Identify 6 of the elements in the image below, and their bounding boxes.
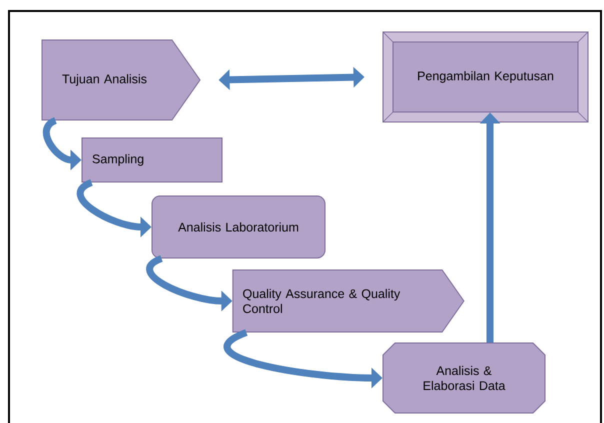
- bevel-box: Pengambilan Keputusan: [382, 32, 588, 122]
- pentagon-arrow-box: Tujuan Analisis: [42, 40, 201, 120]
- process-box: Sampling: [82, 138, 222, 182]
- arrow-box: Quality Assurance & Quality Control: [232, 270, 464, 332]
- plaque-box: Analisis & Elaborasi Data: [382, 342, 546, 414]
- rounded-box: Analisis Laboratorium: [152, 196, 326, 258]
